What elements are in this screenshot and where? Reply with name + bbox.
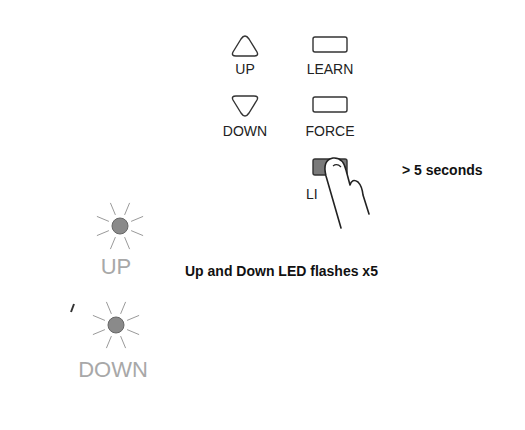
led-label: UP	[101, 256, 132, 278]
led-ray	[97, 231, 109, 236]
up-button	[232, 36, 257, 56]
led-label: DOWN	[78, 359, 148, 381]
led-indicator	[112, 218, 128, 234]
fingernail	[333, 165, 341, 167]
led-ray	[106, 336, 111, 348]
led-ray	[121, 336, 126, 348]
led-ray	[125, 237, 130, 249]
button-label: LI	[306, 187, 318, 201]
led-ray	[97, 216, 109, 221]
led-ray	[106, 302, 111, 314]
button-label: DOWN	[223, 124, 267, 138]
learn-button	[313, 37, 347, 52]
led-ray	[125, 203, 130, 215]
pressing-finger	[325, 158, 369, 228]
instruction-note: Up and Down LED flashes x5	[185, 264, 378, 278]
led-indicator	[108, 317, 124, 333]
led-ray	[110, 203, 115, 215]
button-label: LEARN	[307, 62, 354, 76]
led-ray	[93, 330, 105, 335]
led-ray	[131, 216, 143, 221]
stray-mark	[71, 304, 74, 312]
button-label: FORCE	[306, 124, 355, 138]
led-ray	[121, 302, 126, 314]
led-ray	[110, 237, 115, 249]
force-button	[313, 97, 347, 112]
led-ray	[93, 315, 105, 320]
led-ray	[131, 231, 143, 236]
led-ray	[127, 330, 139, 335]
button-label: UP	[235, 62, 254, 76]
led-ray	[127, 315, 139, 320]
down-button	[232, 96, 257, 116]
duration-note: > 5 seconds	[402, 163, 483, 177]
